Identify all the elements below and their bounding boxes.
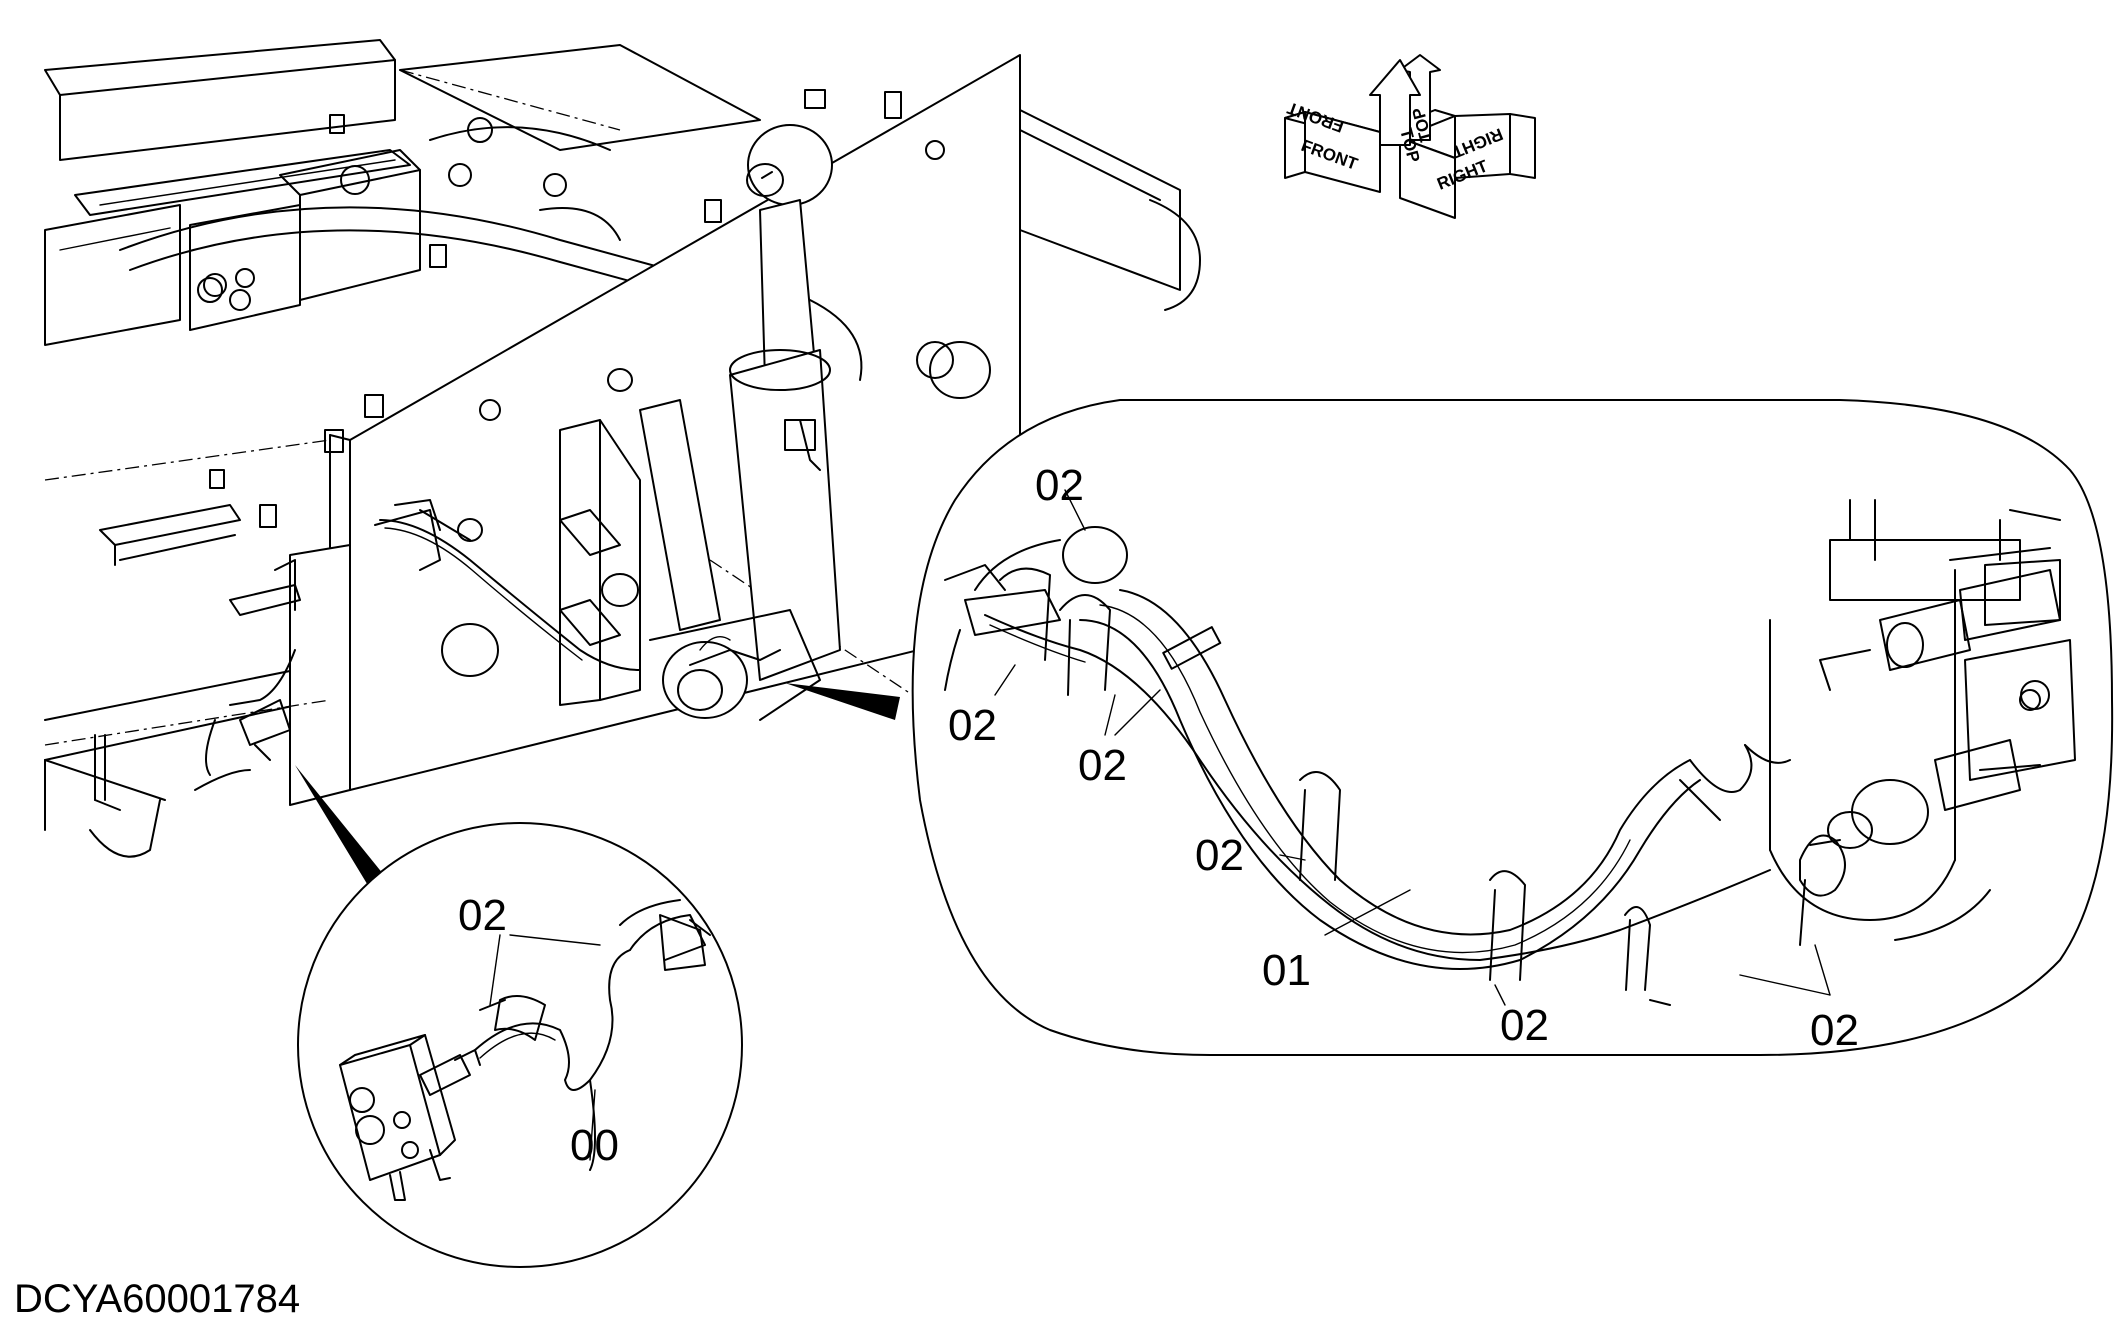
callout-02-right: 02 <box>1810 1006 1859 1055</box>
callout-02-top: 02 <box>1035 461 1084 510</box>
detail-view-left: 02 00 <box>297 822 743 1268</box>
orientation-symbol: FRONT FRONT TOP TOP RIGHT RIGHT <box>1284 54 1536 219</box>
detail-view-right: 02 02 02 02 01 02 02 <box>911 399 2114 1056</box>
boom-bracket <box>559 399 821 721</box>
callout-01-hose: 01 <box>1262 946 1311 995</box>
main-wire-harness <box>194 499 781 791</box>
hydraulic-cylinder <box>729 124 863 681</box>
callout-02-lower: 02 <box>1195 831 1244 880</box>
callout-02-clamp: 02 <box>458 891 507 940</box>
callout-00-harness: 00 <box>570 1121 619 1170</box>
detail-pointers <box>295 683 900 892</box>
callout-02-mid: 02 <box>1078 741 1127 790</box>
callout-02-bottom: 02 <box>1500 1001 1549 1050</box>
drawing-reference-id: DCYA60001784 <box>14 1277 300 1321</box>
callout-02-left: 02 <box>948 701 997 750</box>
